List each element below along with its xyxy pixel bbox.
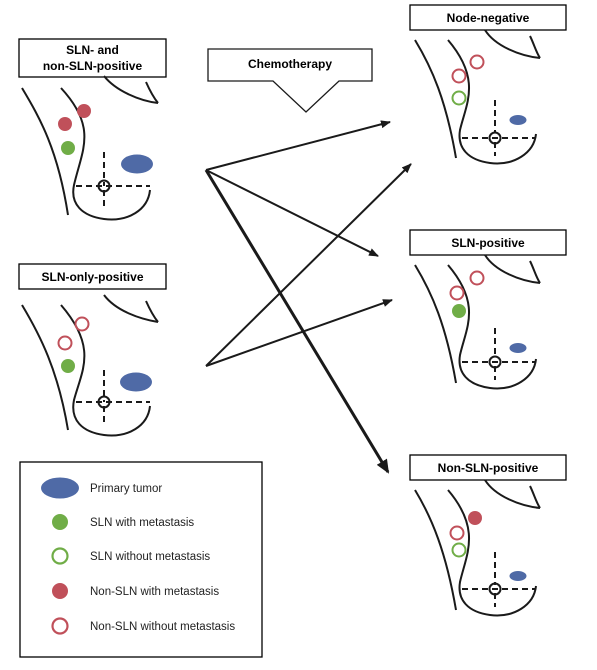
non-sln-without-metastasis-icon <box>74 316 90 332</box>
legend: Primary tumor SLN with metastasis SLN wi… <box>19 461 263 658</box>
sln-only-positive-label: SLN-only-positive <box>41 270 143 284</box>
sln-only-positive-box: SLN-only-positive <box>18 263 167 290</box>
legend-item-primary-tumor: Primary tumor <box>41 477 162 499</box>
non-sln-positive-label: Non-SLN-positive <box>438 461 539 475</box>
non-sln-without-metastasis-icon <box>469 54 485 70</box>
non-sln-with-metastasis-icon <box>77 104 91 118</box>
non-sln-without-metastasis-icon <box>57 335 73 351</box>
sln-with-metastasis-icon <box>61 359 75 373</box>
sln-and-non-sln-positive-box: SLN- and non-SLN-positive <box>18 38 167 78</box>
arrow-to-node-negative <box>205 163 412 367</box>
breast-diagram-non-sln-positive <box>414 479 541 617</box>
breast-diagram-sln-only-positive <box>21 294 159 437</box>
breast-diagram-sln-and-non-sln-positive <box>21 75 159 221</box>
non-sln-without-metastasis-icon <box>449 525 465 541</box>
node-negative-label: Node-negative <box>447 11 530 25</box>
legend-label: Non-SLN without metastasis <box>90 621 235 633</box>
breast-diagram-sln-positive <box>414 254 541 390</box>
non-sln-without-metastasis-icon <box>449 285 465 301</box>
legend-item-sln-with-metastasis: SLN with metastasis <box>52 514 194 530</box>
arrow-to-node-negative <box>205 120 391 171</box>
node-negative-box: Node-negative <box>409 4 567 31</box>
chemotherapy-arrow: Chemotherapy <box>207 48 373 113</box>
primary-tumor-icon <box>41 477 79 499</box>
non-sln-without-metastasis-icon <box>469 270 485 286</box>
legend-label: SLN without metastasis <box>90 551 210 563</box>
sln-and-non-sln-positive-label-line2: non-SLN-positive <box>43 59 143 73</box>
sln-without-metastasis-icon <box>51 547 69 565</box>
breast-diagram-node-negative <box>414 29 541 165</box>
primary-tumor-icon <box>121 154 153 174</box>
legend-label: Primary tumor <box>90 483 162 495</box>
non-sln-with-metastasis-icon <box>468 511 482 525</box>
legend-label: Non-SLN with metastasis <box>90 586 219 598</box>
sln-with-metastasis-icon <box>452 304 466 318</box>
legend-item-non-sln-without-metastasis: Non-SLN without metastasis <box>51 617 235 635</box>
primary-tumor-icon <box>509 571 527 581</box>
primary-tumor-icon <box>509 343 527 353</box>
non-sln-with-metastasis-icon <box>52 583 68 599</box>
legend-label: SLN with metastasis <box>90 517 194 529</box>
sln-without-metastasis-icon <box>451 90 467 106</box>
arrow-to-sln-positive <box>205 299 393 367</box>
non-sln-with-metastasis-icon <box>58 117 72 131</box>
legend-item-non-sln-with-metastasis: Non-SLN with metastasis <box>52 583 219 599</box>
chemotherapy-label: Chemotherapy <box>248 57 332 71</box>
sln-positive-box: SLN-positive <box>409 229 567 256</box>
transition-arrows <box>204 120 412 474</box>
legend-item-sln-without-metastasis: SLN without metastasis <box>51 547 210 565</box>
sln-positive-label: SLN-positive <box>451 236 525 250</box>
primary-tumor-icon <box>509 115 527 125</box>
arrow-to-sln-positive <box>205 169 379 257</box>
non-sln-positive-box: Non-SLN-positive <box>409 454 567 481</box>
arrow-to-non-sln-positive <box>204 169 390 474</box>
primary-tumor-icon <box>120 372 152 392</box>
sln-without-metastasis-icon <box>451 542 467 558</box>
sln-with-metastasis-icon <box>61 141 75 155</box>
non-sln-without-metastasis-icon <box>451 68 467 84</box>
sln-and-non-sln-positive-label-line1: SLN- and <box>66 43 119 57</box>
sln-with-metastasis-icon <box>52 514 68 530</box>
non-sln-without-metastasis-icon <box>51 617 69 635</box>
